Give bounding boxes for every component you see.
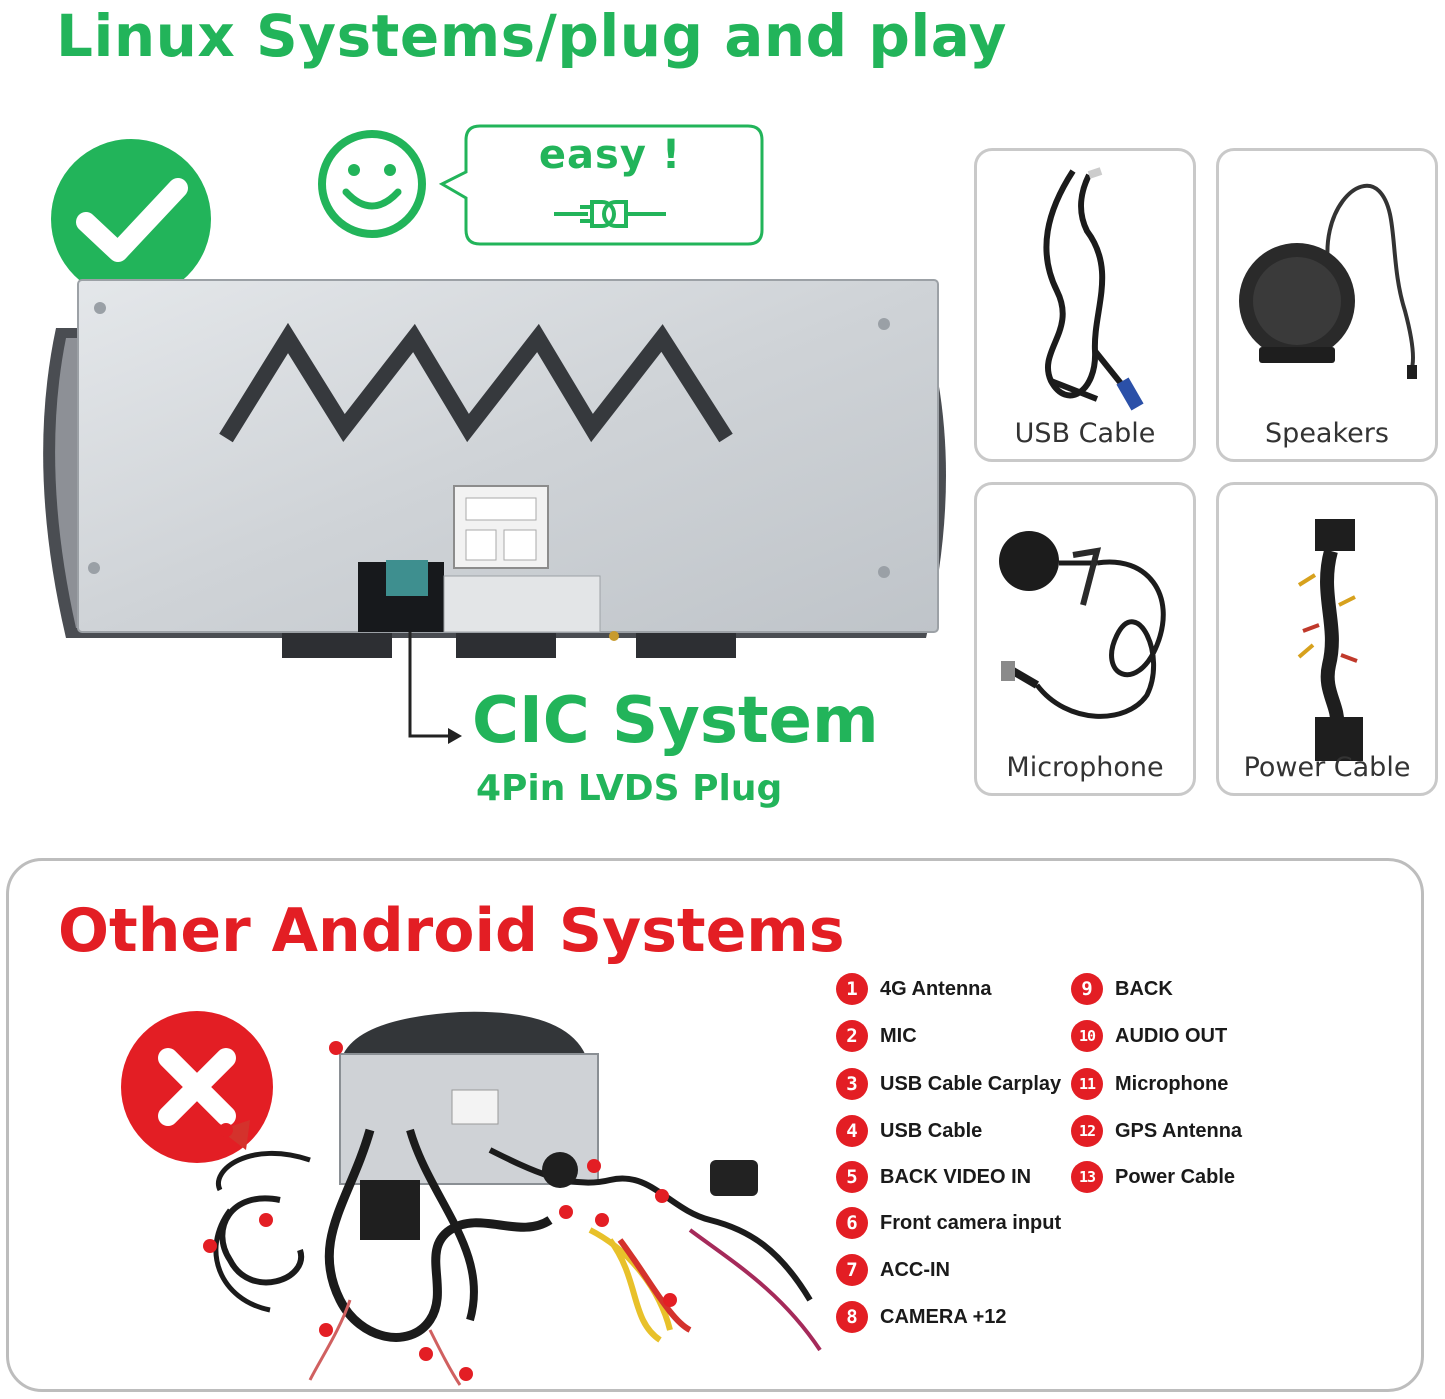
number-badge: 5 (836, 1161, 868, 1193)
legend-label: USB Cable Carplay (880, 1072, 1062, 1095)
usb-cable-icon (1043, 167, 1144, 411)
number-badge: 2 (836, 1020, 868, 1052)
legend-item: 7 ACC-IN (836, 1253, 950, 1287)
accessory-label: USB Cable (1014, 418, 1156, 449)
accessory-card-speakers: Speakers (1216, 148, 1438, 462)
legend-label: MIC (880, 1024, 917, 1047)
legend-label: 4G Antenna (880, 977, 992, 1000)
accessory-label: Power Cable (1243, 752, 1411, 783)
legend-item: 13 Power Cable (1071, 1160, 1235, 1194)
speaker-icon (1239, 183, 1417, 379)
plug-icon (554, 200, 666, 228)
arrow-icon (408, 632, 462, 744)
number-badge: 11 (1071, 1068, 1103, 1100)
legend-label: CAMERA +12 (880, 1305, 1007, 1328)
speech-bubble (438, 124, 764, 246)
number-badge: 1 (836, 973, 868, 1005)
speech-bubble-text: easy ! (538, 132, 682, 178)
legend-item: 8 CAMERA +12 (836, 1300, 1007, 1334)
legend-item: 5 BACK VIDEO IN (836, 1160, 1031, 1194)
legend-item: 2 MIC (836, 1019, 917, 1053)
legend-item: 9 BACK (1071, 972, 1173, 1006)
legend-item: 10 AUDIO OUT (1071, 1019, 1227, 1053)
legend-label: BACK (1115, 977, 1173, 1000)
accessory-card-microphone: Microphone (974, 482, 1196, 796)
cic-system-title: CIC System (472, 684, 879, 758)
head-unit-illustration (43, 279, 946, 658)
power-cable-icon (1297, 519, 1363, 761)
other-android-panel (6, 858, 1424, 1392)
legend-label: AUDIO OUT (1115, 1024, 1228, 1047)
legend-label: Microphone (1115, 1072, 1229, 1095)
legend-item: 6 Front camera input (836, 1206, 1061, 1240)
legend-label: GPS Antenna (1115, 1119, 1243, 1142)
number-badge: 3 (836, 1068, 868, 1100)
legend-label: USB Cable (880, 1119, 983, 1142)
number-badge: 8 (836, 1301, 868, 1333)
legend-label: Front camera input (880, 1211, 1062, 1234)
number-badge: 4 (836, 1115, 868, 1147)
legend-label: BACK VIDEO IN (880, 1165, 1032, 1188)
number-badge: 7 (836, 1254, 868, 1286)
legend-label: Power Cable (1115, 1165, 1236, 1188)
microphone-icon (999, 531, 1166, 719)
number-badge: 6 (836, 1207, 868, 1239)
legend-label: ACC-IN (880, 1258, 950, 1281)
android-systems-title: Other Android Systems (58, 896, 845, 966)
android-wiring-illustration (203, 1011, 822, 1386)
legend-item: 11 Microphone (1071, 1067, 1228, 1101)
accessory-card-usb-cable: USB Cable (974, 148, 1196, 462)
page-title: Linux Systems/plug and play (56, 2, 1007, 70)
accessory-label: Microphone (1006, 752, 1164, 783)
check-circle-icon (51, 139, 211, 299)
smiley-icon (318, 130, 426, 238)
number-badge: 9 (1071, 973, 1103, 1005)
legend-item: 12 GPS Antenna (1071, 1114, 1242, 1148)
cic-system-subtitle: 4Pin LVDS Plug (476, 768, 783, 809)
legend-item: 1 4G Antenna (836, 972, 992, 1006)
accessory-card-power-cable: Power Cable (1216, 482, 1438, 796)
number-badge: 12 (1071, 1115, 1103, 1147)
legend-item: 3 USB Cable Carplay (836, 1067, 1061, 1101)
accessory-label: Speakers (1265, 418, 1389, 449)
number-badge: 10 (1071, 1020, 1103, 1052)
number-badge: 13 (1071, 1161, 1103, 1193)
legend-item: 4 USB Cable (836, 1114, 982, 1148)
